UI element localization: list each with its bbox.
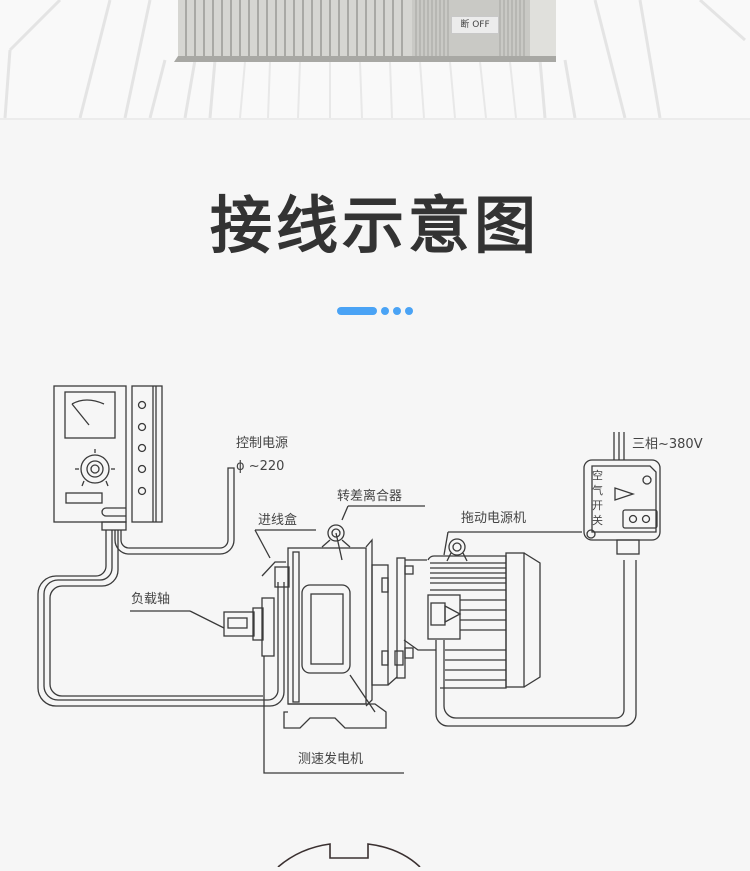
label-drive-motor: 拖动电源机	[461, 511, 527, 526]
wiring-diagram: 控制电源 ϕ ~220 转差离合器 进线盒 拖动电源机 三相~380V 空 气 …	[0, 370, 750, 868]
label-three-phase: 三相~380V	[632, 437, 703, 452]
next-section-illustration	[277, 843, 421, 868]
label-control-power: 控制电源	[236, 436, 289, 451]
label-control-voltage: ϕ ~220	[236, 459, 285, 474]
drive-motor	[427, 531, 582, 689]
top-device-section: 断 OFF	[0, 0, 750, 118]
wiring-diagram-svg	[37, 385, 661, 868]
air-switch-char: 关	[592, 514, 603, 527]
indicator-dot	[393, 306, 401, 315]
off-switch-label: 断 OFF	[451, 16, 499, 34]
meter-display	[64, 391, 116, 439]
label-tacho-generator: 测速发电机	[298, 752, 364, 767]
page-title: 接线示意图	[209, 189, 540, 262]
indicator-dot	[381, 306, 389, 315]
air-switch-char: 开	[592, 499, 603, 512]
label-air-switch: 空 气 开 关	[592, 468, 606, 528]
label-junction-box: 进线盒	[258, 513, 298, 528]
device-illustration	[3, 0, 746, 118]
air-switch-char: 气	[592, 484, 603, 497]
section-indicator	[337, 306, 413, 315]
section-divider	[0, 118, 750, 120]
label-clutch: 转差离合器	[337, 489, 403, 504]
air-switch	[583, 432, 661, 555]
speed-controller	[53, 385, 163, 531]
indicator-dot	[405, 306, 413, 315]
label-load-shaft: 负载轴	[131, 592, 171, 607]
indicator-active-bar	[337, 306, 377, 315]
air-switch-char: 空	[592, 469, 603, 482]
